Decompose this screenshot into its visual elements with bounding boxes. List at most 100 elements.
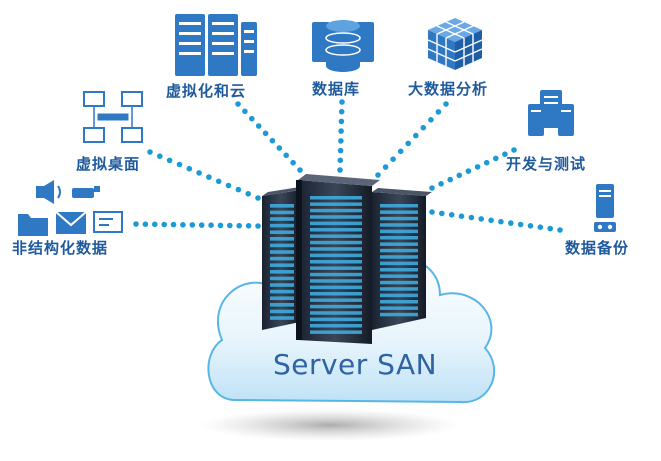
line-database — [337, 99, 345, 173]
connector-dot — [198, 222, 205, 228]
server-drive-bay — [310, 311, 362, 315]
connector-dot — [227, 222, 233, 229]
connector-dot — [152, 221, 158, 228]
line-devtest — [429, 147, 517, 191]
connector-dot — [547, 225, 553, 232]
server-drive-bay — [380, 255, 418, 259]
server-drive-bay — [380, 204, 418, 208]
connector-dot — [133, 221, 139, 227]
server-drive-bay — [310, 324, 362, 328]
connector-dot — [456, 172, 463, 179]
server-drive-bay — [270, 303, 294, 307]
connector-dot — [269, 137, 276, 144]
connector-lines — [133, 99, 563, 233]
server-drive-bay — [380, 248, 418, 253]
connector-dot — [458, 213, 465, 219]
connector-dot — [215, 178, 222, 185]
connector-dot — [448, 212, 455, 218]
server-drive-bay — [380, 210, 418, 214]
connector-dot — [502, 151, 508, 157]
connector-dot — [236, 222, 242, 229]
server-drive-bay — [380, 229, 418, 234]
connector-dot — [235, 186, 242, 193]
server-drive-bay — [270, 263, 294, 268]
connector-dot — [428, 117, 434, 123]
connector-dot — [196, 170, 202, 176]
server-stack-icon — [175, 14, 257, 76]
connector-dot — [498, 218, 504, 225]
server-drive-bay — [380, 242, 418, 246]
server-drive-bay — [310, 317, 362, 322]
server-drive-bay — [380, 274, 418, 278]
server-drive-bay — [310, 266, 362, 270]
network-desktop-icon — [83, 91, 143, 143]
server-drive-bay — [310, 228, 362, 232]
connector-dot — [166, 157, 173, 164]
connector-dot — [242, 108, 248, 115]
server-drive-bay — [310, 298, 362, 302]
connector-dot — [297, 167, 303, 173]
backup-server-icon — [594, 184, 616, 232]
server-drive-bay — [380, 236, 418, 240]
server-drive-bay — [270, 243, 294, 248]
connector-dot — [157, 153, 163, 159]
server-drive-bay — [310, 279, 362, 283]
server-drive-bay — [270, 256, 294, 261]
connector-dot — [337, 157, 344, 164]
connector-dot — [438, 181, 444, 187]
connector-dot — [338, 118, 345, 125]
server-drive-bay — [310, 253, 362, 258]
server-drive-bay — [270, 230, 294, 235]
cloud-title: Server SAN — [272, 348, 438, 381]
connector-dot — [474, 164, 481, 170]
database-icon — [312, 20, 374, 72]
connector-dot — [557, 227, 563, 233]
line-bigdata — [375, 101, 449, 178]
server-drive-bay — [380, 287, 418, 291]
connector-dot — [255, 223, 261, 229]
connector-dot — [170, 221, 177, 228]
connector-dot — [413, 132, 419, 139]
server-drive-bay — [310, 215, 362, 219]
connector-dot — [390, 156, 396, 162]
connector-dot — [478, 216, 485, 222]
connector-dot — [255, 123, 262, 129]
label-devtest: 开发与测试 — [506, 155, 587, 173]
server-drive-bay — [270, 283, 294, 287]
server-rack-left — [262, 186, 306, 330]
server-drive-bay — [270, 210, 294, 215]
server-drive-bay — [270, 316, 294, 320]
speaker-icon — [36, 180, 61, 204]
label-backup: 数据备份 — [565, 239, 630, 257]
line-virtual-desktop — [147, 149, 261, 201]
server-drive-bay — [380, 293, 418, 298]
server-drive-bay — [310, 285, 362, 290]
cloud-shadow — [200, 409, 460, 441]
server-drive-bay — [380, 268, 418, 272]
connector-dot — [249, 115, 255, 122]
connector-dot — [488, 217, 494, 224]
connector-dot — [161, 221, 167, 228]
connector-dot — [262, 130, 269, 137]
document-icon — [93, 211, 123, 233]
folder-icon — [18, 214, 48, 236]
server-drive-bay — [270, 289, 294, 294]
line-unstructured — [133, 221, 261, 229]
line-backup — [429, 209, 563, 233]
server-drive-bay — [380, 223, 418, 227]
server-drive-bay — [310, 208, 362, 213]
connector-dot — [189, 222, 196, 228]
server-drive-bay — [310, 247, 362, 251]
server-drive-bay — [380, 300, 418, 304]
server-drive-bay — [310, 304, 362, 309]
server-drive-bay — [270, 223, 294, 228]
connector-dot — [527, 223, 534, 229]
connector-dot — [208, 222, 214, 228]
server-drive-bay — [270, 237, 294, 241]
data-cube-icon — [427, 18, 483, 70]
server-drive-bay — [270, 296, 294, 301]
connector-dot — [339, 99, 345, 105]
connector-dot — [206, 174, 212, 180]
connector-dot — [290, 159, 296, 166]
